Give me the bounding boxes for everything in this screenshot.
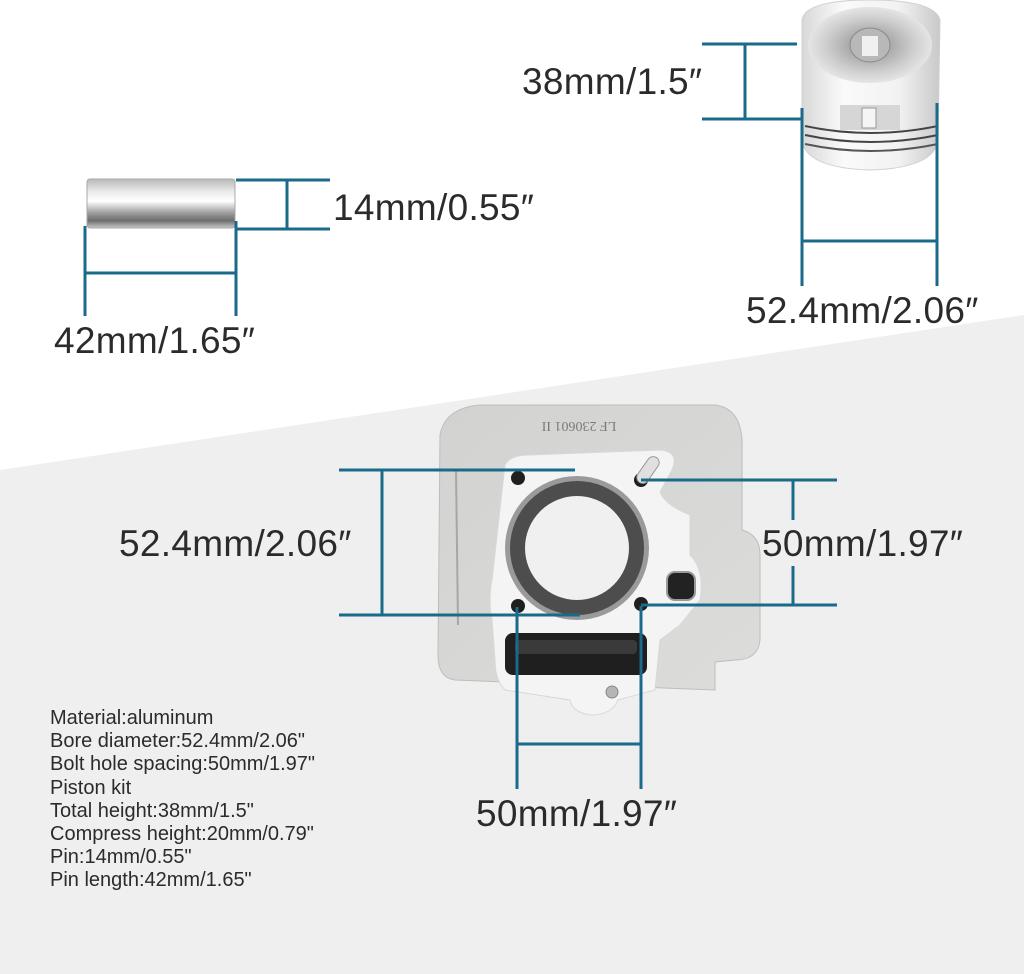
bolt-spacing-vertical-label: 50mm/1.97″ [762, 523, 964, 564]
piston-diameter-label: 52.4mm/2.06″ [746, 290, 979, 331]
piston-pin-image [86, 178, 236, 229]
piston-image [801, 0, 941, 171]
spec-bore-diameter: Bore diameter:52.4mm/2.06" [50, 730, 305, 753]
spec-bolt-hole-spacing: Bolt hole spacing:50mm/1.97" [50, 753, 316, 776]
spec-piston-kit: Piston kit [50, 776, 132, 799]
cylinder-dimension-lines [339, 468, 837, 789]
spec-material: Material:aluminum [50, 707, 214, 729]
cylinder-block-image: LF 230601 II [437, 404, 761, 716]
spec-pin-length: Pin length:42mm/1.65" [50, 869, 252, 892]
spec-total-height: Total height:38mm/1.5" [50, 799, 254, 822]
piston-dimension-lines [702, 42, 939, 286]
spec-compress-height: Compress height:20mm/0.79" [50, 823, 314, 846]
spec-list: Material:aluminum Bore diameter:52.4mm/2… [50, 707, 315, 893]
cylinder-bore-label: 52.4mm/2.06″ [119, 523, 352, 564]
casting-mark: LF 230601 II [541, 418, 616, 433]
pin-dimension-lines [83, 178, 330, 316]
spec-pin: Pin:14mm/0.55" [50, 846, 192, 869]
pin-diameter-label: 14mm/0.55″ [333, 187, 535, 228]
pin-length-label: 42mm/1.65″ [54, 320, 256, 361]
bolt-spacing-horizontal-label: 50mm/1.97″ [476, 793, 678, 834]
piston-height-label: 38mm/1.5″ [522, 61, 703, 102]
